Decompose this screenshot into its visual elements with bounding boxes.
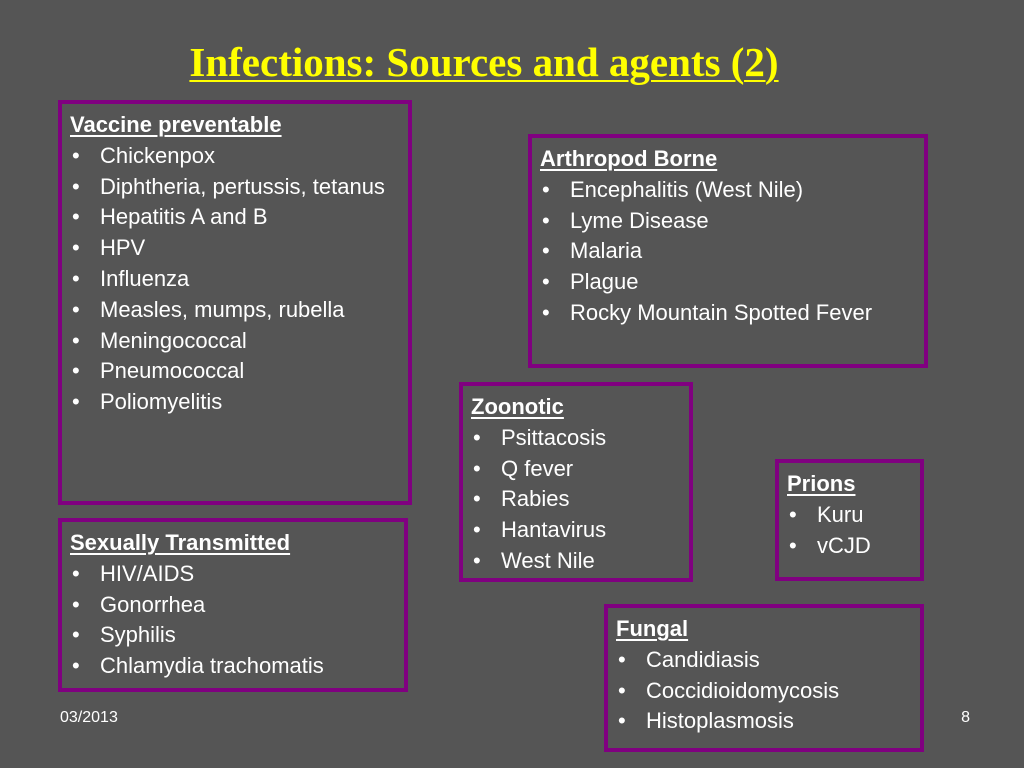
- list-item: Candidiasis: [616, 645, 912, 676]
- bullet-list: Psittacosis Q fever Rabies Hantavirus We…: [471, 423, 681, 577]
- list-item: Coccidioidomycosis: [616, 676, 912, 707]
- list-item: Plague: [540, 267, 916, 298]
- list-item: Syphilis: [70, 620, 396, 651]
- prions-box: Prions Kuru vCJD: [775, 459, 924, 581]
- list-item: HIV/AIDS: [70, 559, 396, 590]
- box-heading: Fungal: [616, 616, 689, 641]
- list-item: Encephalitis (West Nile): [540, 175, 916, 206]
- list-item: vCJD: [787, 531, 912, 562]
- bullet-list: Kuru vCJD: [787, 500, 912, 562]
- list-item: Histoplasmosis: [616, 706, 912, 737]
- list-item: Hepatitis A and B: [70, 202, 400, 233]
- fungal-box: Fungal Candidiasis Coccidioidomycosis Hi…: [604, 604, 924, 752]
- box-heading: Sexually Transmitted: [70, 530, 291, 555]
- vaccine-preventable-box: Vaccine preventable Chickenpox Diphtheri…: [58, 100, 412, 505]
- list-item: West Nile: [471, 546, 681, 577]
- list-item: Meningococcal: [70, 326, 400, 357]
- page-number: 8: [961, 709, 970, 726]
- slide-title: Infections: Sources and agents (2): [189, 39, 779, 85]
- list-item: Psittacosis: [471, 423, 681, 454]
- box-heading: Prions: [787, 471, 856, 496]
- list-item: Kuru: [787, 500, 912, 531]
- box-heading: Vaccine preventable: [70, 112, 282, 137]
- bullet-list: Candidiasis Coccidioidomycosis Histoplas…: [616, 645, 912, 737]
- list-item: Diphtheria, pertussis, tetanus: [70, 172, 400, 203]
- box-heading: Arthropod Borne: [540, 146, 718, 171]
- list-item: Chlamydia trachomatis: [70, 651, 396, 682]
- list-item: Rabies: [471, 484, 681, 515]
- bullet-list: HIV/AIDS Gonorrhea Syphilis Chlamydia tr…: [70, 559, 396, 682]
- list-item: Chickenpox: [70, 141, 400, 172]
- bullet-list: Encephalitis (West Nile) Lyme Disease Ma…: [540, 175, 916, 329]
- list-item: Gonorrhea: [70, 590, 396, 621]
- list-item: Rocky Mountain Spotted Fever: [540, 298, 916, 329]
- list-item: Measles, mumps, rubella: [70, 295, 400, 326]
- footer-date: 03/2013: [60, 709, 118, 726]
- list-item: Poliomyelitis: [70, 387, 400, 418]
- list-item: Q fever: [471, 454, 681, 485]
- list-item: Lyme Disease: [540, 206, 916, 237]
- bullet-list: Chickenpox Diphtheria, pertussis, tetanu…: [70, 141, 400, 418]
- sexually-transmitted-box: Sexually Transmitted HIV/AIDS Gonorrhea …: [58, 518, 408, 692]
- list-item: Influenza: [70, 264, 400, 295]
- list-item: HPV: [70, 233, 400, 264]
- list-item: Hantavirus: [471, 515, 681, 546]
- arthropod-borne-box: Arthropod Borne Encephalitis (West Nile)…: [528, 134, 928, 368]
- box-heading: Zoonotic: [471, 394, 564, 419]
- list-item: Pneumococcal: [70, 356, 400, 387]
- list-item: Malaria: [540, 236, 916, 267]
- zoonotic-box: Zoonotic Psittacosis Q fever Rabies Hant…: [459, 382, 693, 582]
